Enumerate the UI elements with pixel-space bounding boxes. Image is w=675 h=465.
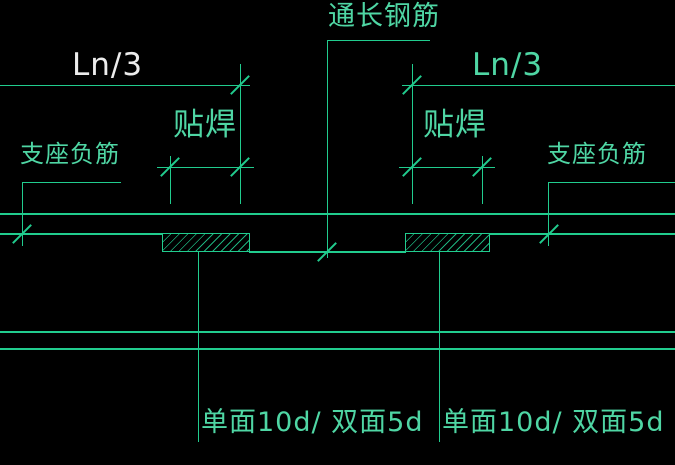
label-weld-spec-right: 单面10d/ 双面5d: [442, 407, 665, 438]
extension-line-right-outer: [482, 156, 483, 204]
label-through-bar: 通长钢筋: [328, 1, 440, 32]
label-support-bar-right: 支座负筋: [547, 140, 647, 168]
label-span-right: Ln/3: [472, 47, 544, 83]
label-lap-weld-left: 贴焊: [173, 107, 237, 143]
dimension-line-span-right: [402, 85, 675, 86]
slab-bottom-line-upper: [0, 331, 675, 333]
extension-line-left-outer: [170, 156, 171, 204]
extension-line-right-inner: [412, 64, 413, 204]
leader-vertical-weld-spec-right: [439, 252, 440, 442]
extension-line-left-inner: [240, 64, 241, 204]
support-bar-line-right: [489, 233, 675, 235]
slab-bottom-line-lower: [0, 348, 675, 350]
label-support-bar-left: 支座负筋: [20, 140, 120, 168]
leader-underline-support-left: [22, 182, 121, 183]
leader-vertical-weld-spec-left: [198, 252, 199, 442]
slab-top-line: [0, 213, 675, 215]
dimension-line-weld-left: [157, 167, 254, 168]
leader-underline-through-bar: [327, 40, 430, 41]
dimension-line-span-left: [0, 85, 250, 86]
leader-underline-support-right: [548, 182, 675, 183]
label-lap-weld-right: 贴焊: [423, 107, 487, 143]
label-weld-spec-left: 单面10d/ 双面5d: [201, 407, 424, 438]
weld-hatch-right: [405, 233, 490, 252]
leader-vertical-through-bar: [327, 40, 328, 258]
support-bar-line-left: [0, 233, 163, 235]
weld-hatch-left: [162, 233, 250, 252]
dimension-line-weld-right: [399, 167, 495, 168]
label-span-left: Ln/3: [72, 47, 144, 83]
